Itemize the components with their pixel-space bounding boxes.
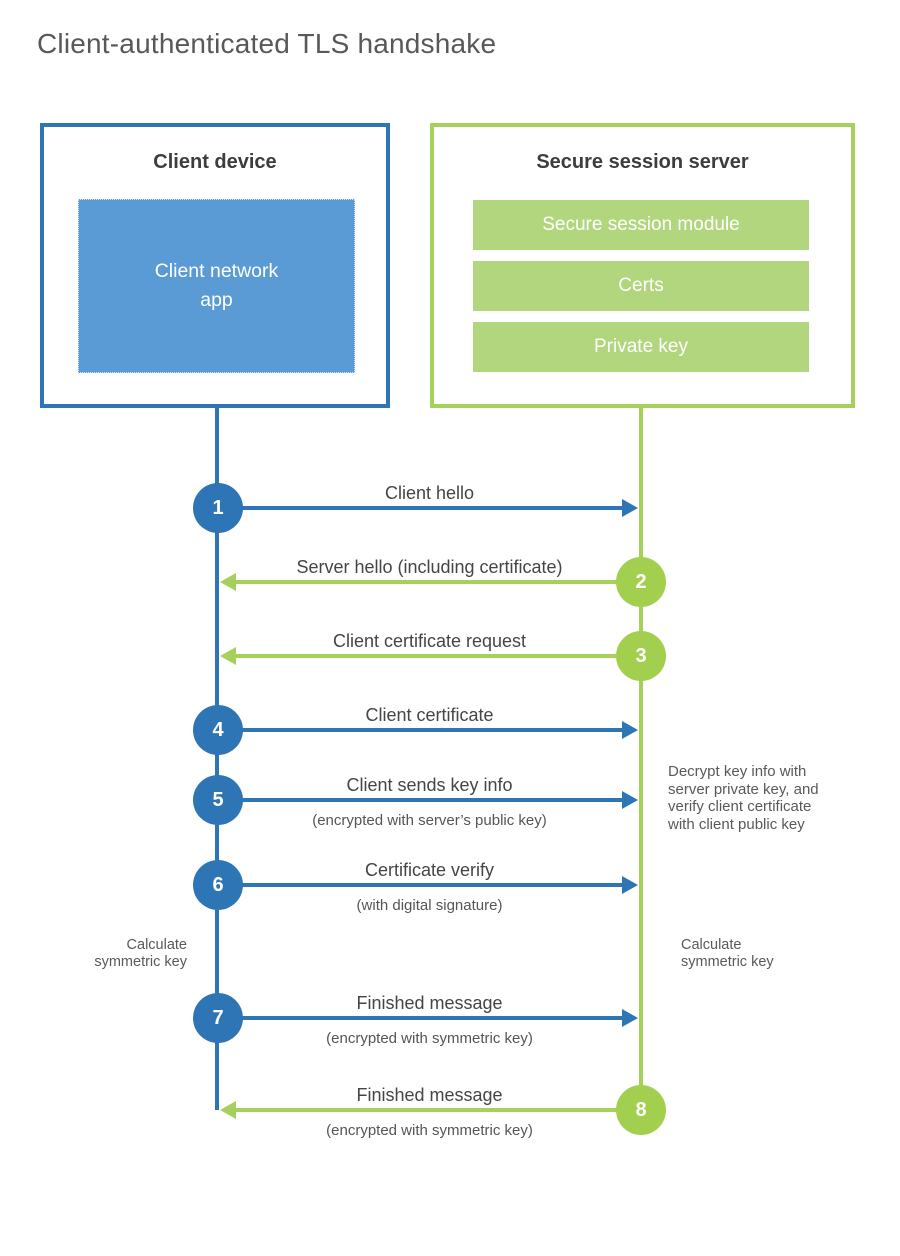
step-2-arrow-line <box>234 580 616 584</box>
step-6-badge: 6 <box>193 860 243 910</box>
step-2-badge: 2 <box>616 557 666 607</box>
step-8-label: Finished message <box>356 1085 503 1105</box>
server-module-certs: Certs <box>473 261 809 311</box>
decrypt-note-line3: verify client certificate <box>668 798 812 815</box>
step-7-sublabel: (encrypted with symmetric key) <box>326 1030 533 1047</box>
step-3-badge: 3 <box>616 631 666 681</box>
step-6-arrowhead-icon <box>622 876 638 894</box>
client-lifeline <box>215 406 219 1110</box>
calc-right-line1: Calculate <box>681 937 742 953</box>
step-1-arrow-line <box>242 506 624 510</box>
page-title: Client-authenticated TLS handshake <box>37 28 497 59</box>
step-7-badge: 7 <box>193 993 243 1043</box>
step-1-arrowhead-icon <box>622 499 638 517</box>
step-4-badge: 4 <box>193 705 243 755</box>
calc-left-line2: symmetric key <box>94 953 187 970</box>
server-lifeline <box>639 406 643 1133</box>
app-label-line2: app <box>200 289 233 311</box>
step-4-arrowhead-icon <box>622 721 638 739</box>
step-8-arrowhead-icon <box>220 1101 236 1119</box>
step-5-arrowhead-icon <box>622 791 638 809</box>
step-8-badge: 8 <box>616 1085 666 1135</box>
step-5-label: Client sends key info <box>346 775 513 795</box>
calculate-symmetric-key-client-note: Calculate symmetric key <box>57 937 187 970</box>
step-5-badge: 5 <box>193 775 243 825</box>
step-7-label: Finished message <box>356 993 503 1013</box>
step-3-arrowhead-icon <box>220 647 236 665</box>
step-6-arrow-line <box>242 883 624 887</box>
step-5-arrow-line <box>242 798 624 802</box>
step-6-sublabel: (with digital signature) <box>356 897 503 914</box>
secure-session-server-title: Secure session server <box>536 151 749 173</box>
client-network-app-box: Client network app <box>78 199 355 373</box>
decrypt-key-note: Decrypt key info with server private key… <box>668 763 843 833</box>
client-device-title: Client device <box>153 151 277 173</box>
step-4-arrow-line <box>242 728 624 732</box>
calc-left-line1: Calculate <box>126 937 187 953</box>
server-module-private-key: Private key <box>473 322 809 372</box>
step-8-sublabel: (encrypted with symmetric key) <box>326 1122 533 1139</box>
decrypt-note-line4: with client public key <box>668 815 805 833</box>
calculate-symmetric-key-server-note: Calculate symmetric key <box>681 937 811 970</box>
step-3-arrow-line <box>234 654 616 658</box>
app-label-line1: Client network <box>154 260 279 282</box>
step-2-label: Server hello (including certificate) <box>296 557 563 577</box>
decrypt-note-line2: server private key, and <box>668 780 819 798</box>
step-4-label: Client certificate <box>365 705 494 725</box>
step-2-arrowhead-icon <box>220 573 236 591</box>
step-1-label: Client hello <box>384 483 475 503</box>
step-3-label: Client certificate request <box>332 631 527 651</box>
step-6-label: Certificate verify <box>364 860 495 880</box>
step-7-arrow-line <box>242 1016 624 1020</box>
calc-right-line2: symmetric key <box>681 953 774 970</box>
step-8-arrow-line <box>234 1108 616 1112</box>
step-7-arrowhead-icon <box>622 1009 638 1027</box>
server-module-secure-session: Secure session module <box>473 200 809 250</box>
decrypt-note-line1: Decrypt key info with <box>668 763 807 780</box>
step-5-sublabel: (encrypted with server’s public key) <box>312 812 547 829</box>
client-network-app-label: Client network app <box>155 257 279 315</box>
step-1-badge: 1 <box>193 483 243 533</box>
